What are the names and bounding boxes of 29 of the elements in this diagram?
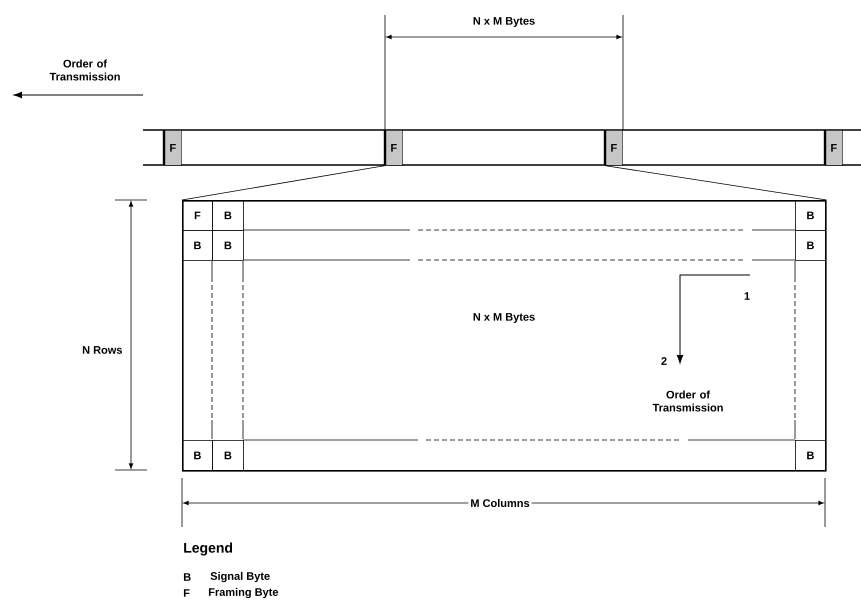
byte-cell: B bbox=[795, 200, 826, 231]
legend-text: Signal Byte bbox=[210, 572, 270, 582]
arrow-label: Order of Transmission bbox=[652, 390, 723, 412]
dimension-label: N x M Bytes bbox=[474, 17, 535, 27]
byte-cell: B bbox=[182, 230, 213, 261]
framing-byte-cell: F bbox=[604, 130, 623, 166]
legend-title: Legend bbox=[184, 542, 232, 556]
legend-key: B bbox=[184, 573, 191, 581]
byte-cell: B bbox=[212, 230, 244, 261]
framing-byte-cell: F bbox=[162, 130, 182, 166]
byte-cell: B bbox=[182, 440, 213, 471]
byte-cell: B bbox=[212, 440, 244, 471]
byte-cell: B bbox=[795, 230, 826, 261]
byte-cell: F bbox=[182, 200, 213, 231]
expansion-line bbox=[182, 165, 386, 200]
legend-key: F bbox=[184, 589, 190, 597]
framing-byte-cell: F bbox=[384, 130, 403, 166]
frame-box bbox=[182, 200, 827, 472]
step-number: 1 bbox=[744, 292, 750, 300]
step-number: 2 bbox=[661, 357, 667, 365]
dimension-label: M Columns bbox=[468, 496, 532, 510]
byte-cell: B bbox=[212, 200, 244, 231]
framing-byte-cell: F bbox=[824, 130, 843, 166]
frame-label: N x M Bytes bbox=[474, 313, 535, 323]
dimension-label: N Rows bbox=[82, 346, 122, 354]
byte-cell: B bbox=[795, 440, 826, 471]
legend-text: Framing Byte bbox=[208, 588, 278, 598]
expansion-line bbox=[604, 165, 828, 200]
arrow-label: Order of Transmission bbox=[50, 59, 120, 81]
